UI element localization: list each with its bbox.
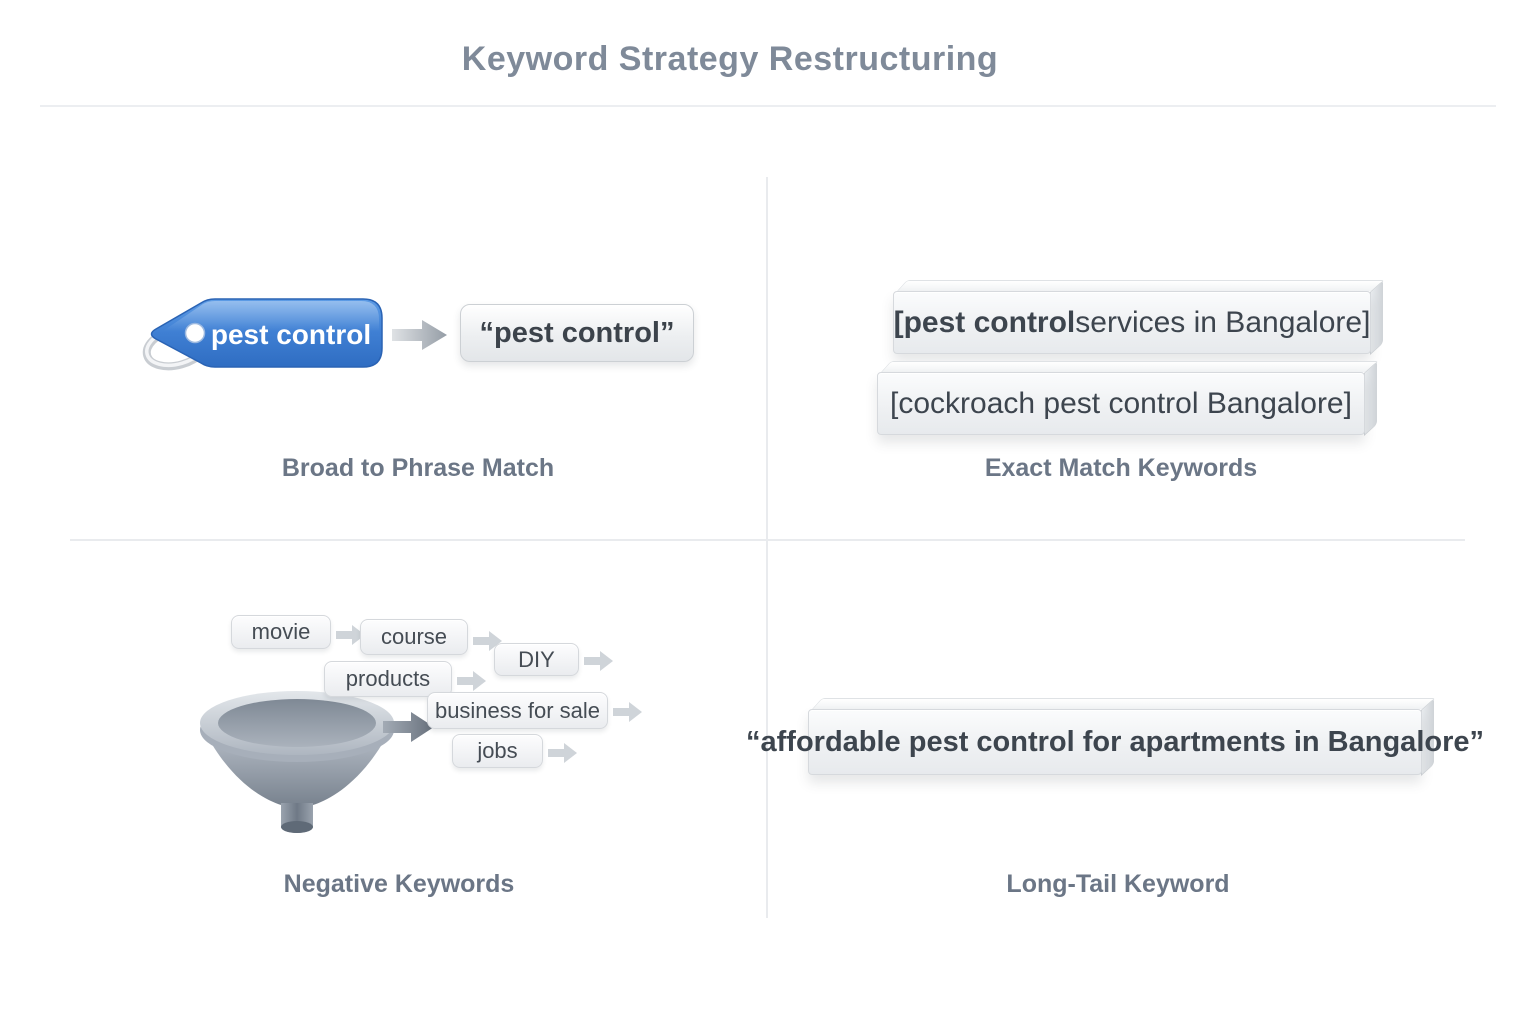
arrow-right-icon <box>584 651 613 671</box>
bar-top-bevel <box>812 698 1436 709</box>
page-title: Keyword Strategy Restructuring <box>461 40 999 78</box>
chip-label: products <box>345 666 431 691</box>
caption-broad-to-phrase: Broad to Phrase Match <box>281 454 555 482</box>
negative-keyword-chip: movie <box>231 615 331 649</box>
phrase-match-button: “pest control” <box>460 304 694 362</box>
exact-keyword-2-label: [cockroach pest control Bangalore] <box>890 386 1352 420</box>
chip-label: business for sale <box>434 697 601 723</box>
negative-keyword-chip: course <box>360 619 468 655</box>
price-tag-icon: pest control <box>142 298 383 371</box>
arrow-right-icon <box>457 671 486 691</box>
chip-label: jobs <box>477 738 518 763</box>
caption-long-tail: Long-Tail Keyword <box>1006 870 1230 898</box>
funnel-icon <box>200 691 394 833</box>
longtail-keyword-label: “affordable pest control for apartments … <box>746 725 1484 758</box>
funnel-output-arrow-icon <box>383 712 434 742</box>
negative-keyword-chip: products <box>324 661 452 697</box>
horizontal-quadrant-divider <box>70 539 1465 541</box>
negative-keyword-chip: DIY <box>494 643 579 676</box>
arrow-right-icon <box>336 625 365 645</box>
bar-top-bevel <box>881 361 1379 372</box>
exact-keyword-bar-1: [pest control services in Bangalore] <box>893 280 1385 355</box>
bar-right-bevel <box>1370 280 1383 355</box>
arrow-right-icon <box>613 702 642 722</box>
tag-label: pest control <box>211 319 371 350</box>
longtail-keyword-bar: “affordable pest control for apartments … <box>746 698 1484 776</box>
exact-keyword-bar-2: [cockroach pest control Bangalore] <box>877 361 1379 436</box>
bar-right-bevel <box>1364 361 1377 436</box>
caption-negative-keywords: Negative Keywords <box>283 870 515 898</box>
chip-label: DIY <box>518 646 555 672</box>
vertical-quadrant-divider <box>766 177 768 918</box>
exact-keyword-1-rest: services in Bangalore] <box>1075 305 1371 339</box>
arrow-right-icon <box>548 743 577 763</box>
caption-exact-match: Exact Match Keywords <box>984 454 1258 482</box>
phrase-match-label: “pest control” <box>479 316 675 349</box>
chip-label: movie <box>251 619 311 644</box>
title-divider <box>40 105 1496 107</box>
chip-label: course <box>380 624 448 649</box>
bar-top-bevel <box>897 280 1385 291</box>
negative-keyword-chip: jobs <box>452 734 543 768</box>
arrow-right-icon <box>392 320 447 350</box>
exact-keyword-1-bold: [pest control <box>893 305 1076 339</box>
negative-keyword-chip: business for sale <box>427 692 608 729</box>
